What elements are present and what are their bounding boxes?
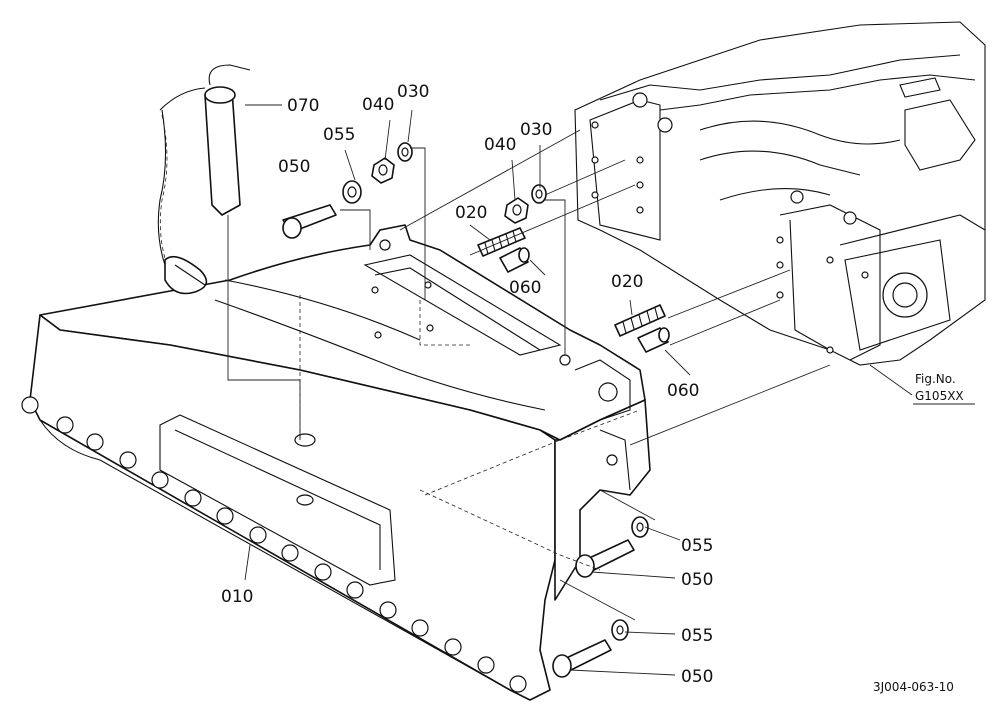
washer-055-lower bbox=[611, 619, 629, 641]
nut-040-upper bbox=[371, 157, 395, 184]
washer-055-middle bbox=[631, 516, 649, 538]
callout-055-middle: 055 bbox=[681, 536, 713, 556]
callout-055-lower: 055 bbox=[681, 626, 713, 646]
callout-020-right: 020 bbox=[611, 272, 643, 292]
bolt-050-upper bbox=[282, 204, 337, 239]
callout-050-lower: 050 bbox=[681, 667, 713, 687]
front-weight-bracket bbox=[21, 224, 651, 701]
callout-030-right: 030 bbox=[520, 120, 552, 140]
callout-060-right: 060 bbox=[667, 381, 699, 401]
callout-050-middle: 050 bbox=[681, 570, 713, 590]
bolt-050-middle bbox=[575, 539, 635, 578]
callout-030-upper: 030 bbox=[397, 82, 429, 102]
callout-040-right: 040 bbox=[484, 135, 516, 155]
spacer-060-right bbox=[637, 327, 670, 353]
bolt-050-lower bbox=[552, 639, 612, 678]
stud-020-right bbox=[614, 304, 666, 337]
callout-020-left: 020 bbox=[455, 203, 487, 223]
callout-055-upper: 055 bbox=[323, 125, 355, 145]
callout-040-upper: 040 bbox=[362, 95, 394, 115]
lockwasher-030-upper bbox=[397, 142, 413, 162]
leader-lines bbox=[227, 104, 913, 676]
drawing-code: 3J004-063-10 bbox=[873, 680, 954, 694]
callout-050-upper: 050 bbox=[278, 157, 310, 177]
callout-070: 070 bbox=[287, 96, 319, 116]
figure-reference: Fig.No. G105XX bbox=[913, 372, 975, 405]
figure-ref-line2: G105XX bbox=[915, 389, 964, 403]
callout-010: 010 bbox=[221, 587, 253, 607]
nut-040-right bbox=[504, 197, 529, 224]
drawbar-pin-assembly bbox=[157, 64, 251, 295]
spacer-060-left bbox=[499, 247, 530, 273]
lockwasher-030-right bbox=[531, 184, 547, 204]
washer-055-upper bbox=[342, 180, 362, 204]
tractor-frame bbox=[574, 21, 986, 366]
callout-060-left: 060 bbox=[509, 278, 541, 298]
weight-mount-holes bbox=[21, 396, 527, 693]
figure-ref-line1: Fig.No. bbox=[915, 372, 956, 386]
callout-labels: 070 055 040 030 050 040 030 020 060 020 … bbox=[221, 82, 713, 687]
